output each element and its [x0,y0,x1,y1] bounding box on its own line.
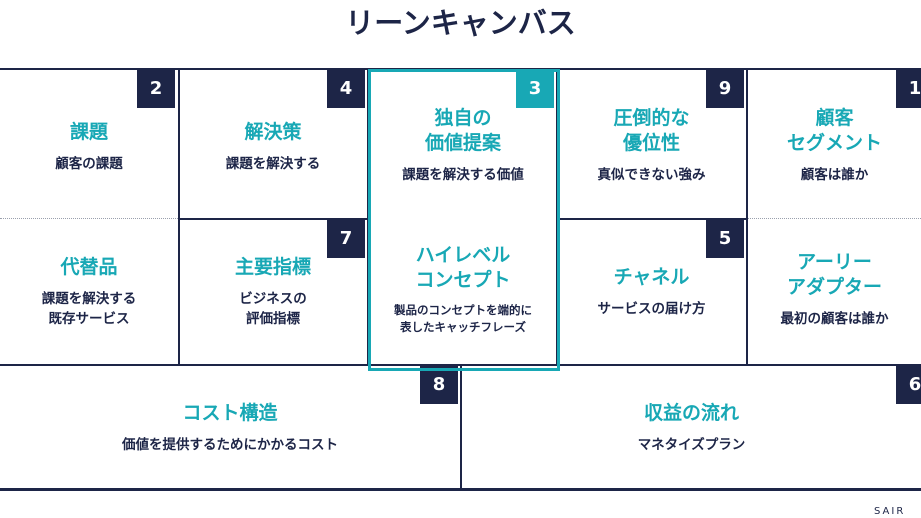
block-customer-segments: 顧客 セグメント 顧客は誰か [748,106,921,185]
block-channels: チャネル サービスの届け方 [557,265,746,319]
block-problem: 課題 顧客の課題 [0,120,178,174]
divider-bottom [460,365,462,489]
badge-revenue-streams: 6 [896,366,921,404]
block-revenue-streams: 収益の流れ マネタイズプラン [462,401,921,455]
row-divider-solution [179,218,367,220]
badge-unfair-advantage: 9 [706,70,744,108]
block-cost-structure: コスト構造 価値を提供するためにかかるコスト [0,401,460,455]
unfair-advantage-title: 圧倒的な 優位性 [613,107,690,154]
unfair-advantage-subtitle: 真似できない強み [597,167,706,183]
badge-cost-structure: 8 [420,366,458,404]
bottom-border [0,488,921,491]
row-divider-advantage [557,218,746,220]
badge-problem: 2 [137,70,175,108]
solution-title: 解決策 [244,121,302,143]
customer-segments-title: 顧客 セグメント [786,107,882,154]
block-early-adopters: アーリー アダプター 最初の顧客は誰か [748,250,921,329]
cost-structure-subtitle: 価値を提供するためにかかるコスト [122,437,338,453]
cost-structure-title: コスト構造 [182,402,278,424]
high-level-concept-title: ハイレベル コンセプト [415,244,511,291]
key-metrics-subtitle: ビジネスの 評価指標 [239,291,307,327]
alternatives-subtitle: 課題を解決する 既存サービス [41,291,137,327]
problem-title: 課題 [69,121,108,143]
channels-subtitle: サービスの届け方 [597,301,706,317]
badge-channels: 5 [706,220,744,258]
page-title: リーンキャンバス [345,6,576,40]
high-level-concept-subtitle: 製品のコンセプトを端的に 表したキャッチフレーズ [394,303,532,334]
problem-subtitle: 顧客の課題 [55,156,123,172]
block-solution: 解決策 課題を解決する [179,120,367,174]
lean-canvas: 2 4 3 9 1 7 5 8 6 課題 顧客の課題 解決策 課題を解決する 独… [0,68,921,492]
uvp-title: 独自の 価値提案 [424,107,501,154]
dotted-divider-right [748,218,921,219]
divider-4 [746,68,748,365]
channels-title: チャネル [613,266,690,288]
badge-uvp: 3 [516,70,554,108]
divider-1 [178,68,180,365]
block-unfair-advantage: 圧倒的な 優位性 真似できない強み [557,106,746,185]
block-alternatives: 代替品 課題を解決する 既存サービス [0,255,178,329]
badge-solution: 4 [327,70,365,108]
uvp-highlight-frame [368,69,560,371]
uvp-subtitle: 課題を解決する価値 [402,167,524,183]
dotted-divider-left [0,218,178,219]
early-adopters-subtitle: 最初の顧客は誰か [780,311,889,327]
block-uvp: 独自の 価値提案 課題を解決する価値 [369,106,557,185]
alternatives-title: 代替品 [60,256,118,278]
badge-customer-segments: 1 [896,70,921,108]
brand-logo: SAIR [874,506,906,517]
block-key-metrics: 主要指標 ビジネスの 評価指標 [179,255,367,329]
badge-key-metrics: 7 [327,220,365,258]
customer-segments-subtitle: 顧客は誰か [800,167,869,183]
revenue-streams-title: 収益の流れ [643,402,739,424]
revenue-streams-subtitle: マネタイズプラン [637,437,746,453]
block-high-level-concept: ハイレベル コンセプト 製品のコンセプトを端的に 表したキャッチフレーズ [369,243,557,336]
solution-subtitle: 課題を解決する [225,156,321,172]
key-metrics-title: 主要指標 [234,256,311,278]
early-adopters-title: アーリー アダプター [786,251,882,298]
